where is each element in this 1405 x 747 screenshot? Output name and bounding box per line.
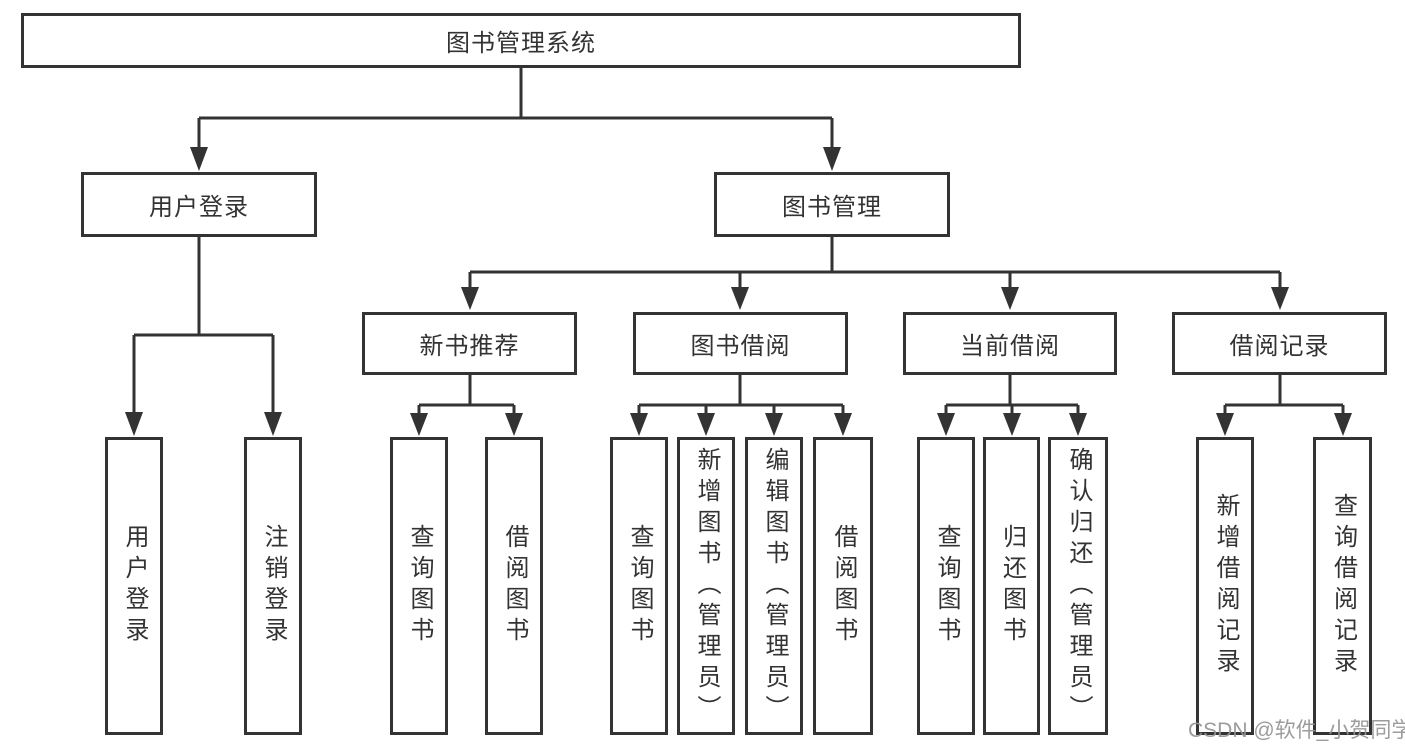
node-library-management-system: 图书管理系统 (21, 13, 1021, 68)
leaf-add-borrow-record: 新增借阅记录 (1196, 437, 1254, 735)
connector-new-book-recommendation-to-leaves (410, 375, 523, 436)
connector-borrowing-records-to-leaves (1216, 375, 1352, 436)
node-label: 归还图书 (998, 524, 1026, 648)
node-label: 借阅图书 (501, 524, 528, 648)
node-label: 查询图书 (626, 524, 653, 648)
leaf-return-books: 归还图书 (983, 437, 1040, 735)
node-label: 当前借阅 (960, 333, 1060, 360)
leaf-search-books-borrowing: 查询图书 (610, 437, 668, 735)
node-user-login: 用户登录 (81, 172, 317, 237)
leaf-search-borrow-record: 查询借阅记录 (1313, 437, 1372, 735)
node-new-book-recommendation: 新书推荐 (362, 312, 577, 375)
node-label: 新增借阅记录 (1212, 493, 1239, 679)
node-label: 编辑图书（管理员） (761, 446, 788, 726)
leaf-borrow-books-recommendation: 借阅图书 (485, 437, 543, 735)
connector-book-management-to-level3 (461, 237, 1289, 310)
leaf-search-books-recommendation: 查询图书 (390, 437, 448, 735)
leaf-search-books-current: 查询图书 (917, 437, 975, 735)
node-label: 图书管理系统 (446, 30, 596, 57)
node-label: 用户登录 (121, 524, 148, 648)
node-label: 图书管理 (782, 194, 882, 221)
node-current-borrowing: 当前借阅 (903, 312, 1117, 375)
leaf-confirm-return-admin: 确认归还（管理员） (1048, 437, 1108, 735)
leaf-logout-login: 注销登录 (244, 437, 302, 735)
node-label: 查询图书 (933, 524, 960, 648)
node-label: 查询借阅记录 (1329, 493, 1357, 679)
node-label: 图书借阅 (690, 333, 791, 360)
leaf-user-login: 用户登录 (105, 437, 163, 735)
watermark-text: CSDN @软件_小贺同学 (1188, 719, 1405, 742)
node-label: 新增图书（管理员） (693, 446, 720, 726)
connector-book-borrowing-to-leaves (630, 375, 852, 436)
node-borrowing-records: 借阅记录 (1172, 312, 1387, 375)
connector-root-to-level2 (190, 68, 841, 171)
node-label: 确认归还（管理员） (1065, 446, 1092, 726)
leaf-borrow-books: 借阅图书 (813, 437, 873, 735)
node-book-borrowing: 图书借阅 (633, 312, 848, 375)
connector-user-login-to-leaves (125, 237, 282, 436)
node-label: 借阅图书 (830, 524, 857, 648)
node-label: 用户登录 (149, 194, 249, 221)
leaf-edit-books-admin: 编辑图书（管理员） (745, 437, 803, 735)
leaf-add-books-admin: 新增图书（管理员） (677, 437, 735, 735)
node-label: 新书推荐 (419, 333, 520, 360)
node-label: 注销登录 (260, 524, 287, 648)
connector-current-borrowing-to-leaves (937, 375, 1087, 436)
node-label: 借阅记录 (1229, 333, 1330, 360)
node-book-management: 图书管理 (714, 172, 950, 237)
node-label: 查询图书 (406, 524, 433, 648)
